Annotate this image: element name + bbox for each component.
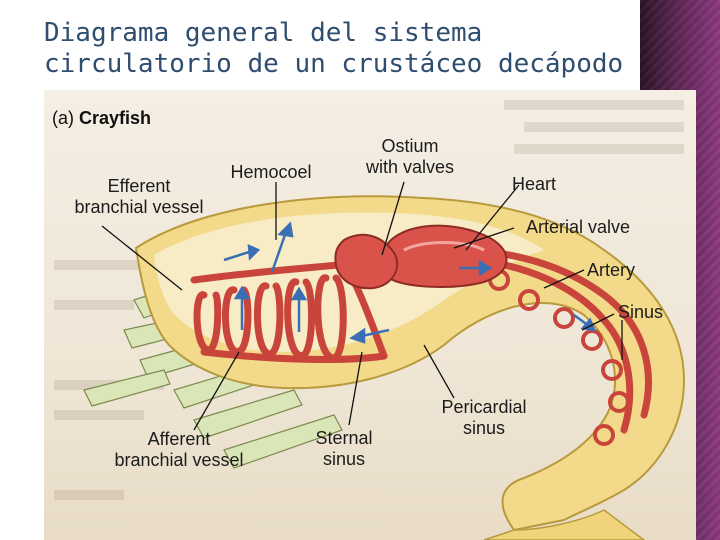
crayfish-diagram-figure: (a) Crayfish Efferent branchial vessel H…: [44, 90, 696, 540]
heart-bulb: [334, 233, 399, 290]
leader-lines: [101, 181, 623, 431]
label-efferent-branchial-vessel: Efferent branchial vessel: [74, 176, 204, 217]
label-hemocoel: Hemocoel: [230, 162, 312, 182]
label-ostium-with-valves: Ostium with valves: [365, 136, 455, 177]
panel-name: Crayfish: [79, 108, 152, 128]
label-sternal-sinus: Sternal sinus: [315, 428, 373, 469]
panel-title: (a) Crayfish: [52, 108, 151, 129]
main-vessels: [190, 246, 652, 434]
label-pericardial-sinus: Pericardial sinus: [441, 397, 527, 438]
panel-letter: (a): [52, 108, 74, 128]
ostium-opening: [403, 241, 485, 252]
label-heart: Heart: [512, 174, 557, 194]
crayfish-illustration: [54, 100, 686, 540]
slide-title: Diagrama general del sistema circulatori…: [44, 18, 624, 79]
label-sinus: Sinus: [618, 302, 664, 322]
tail-fan: [483, 509, 646, 540]
label-arterial-valve: Arterial valve: [526, 217, 631, 237]
label-afferent-branchial-vessel: Afferent branchial vessel: [114, 429, 244, 470]
label-artery: Artery: [587, 260, 636, 280]
